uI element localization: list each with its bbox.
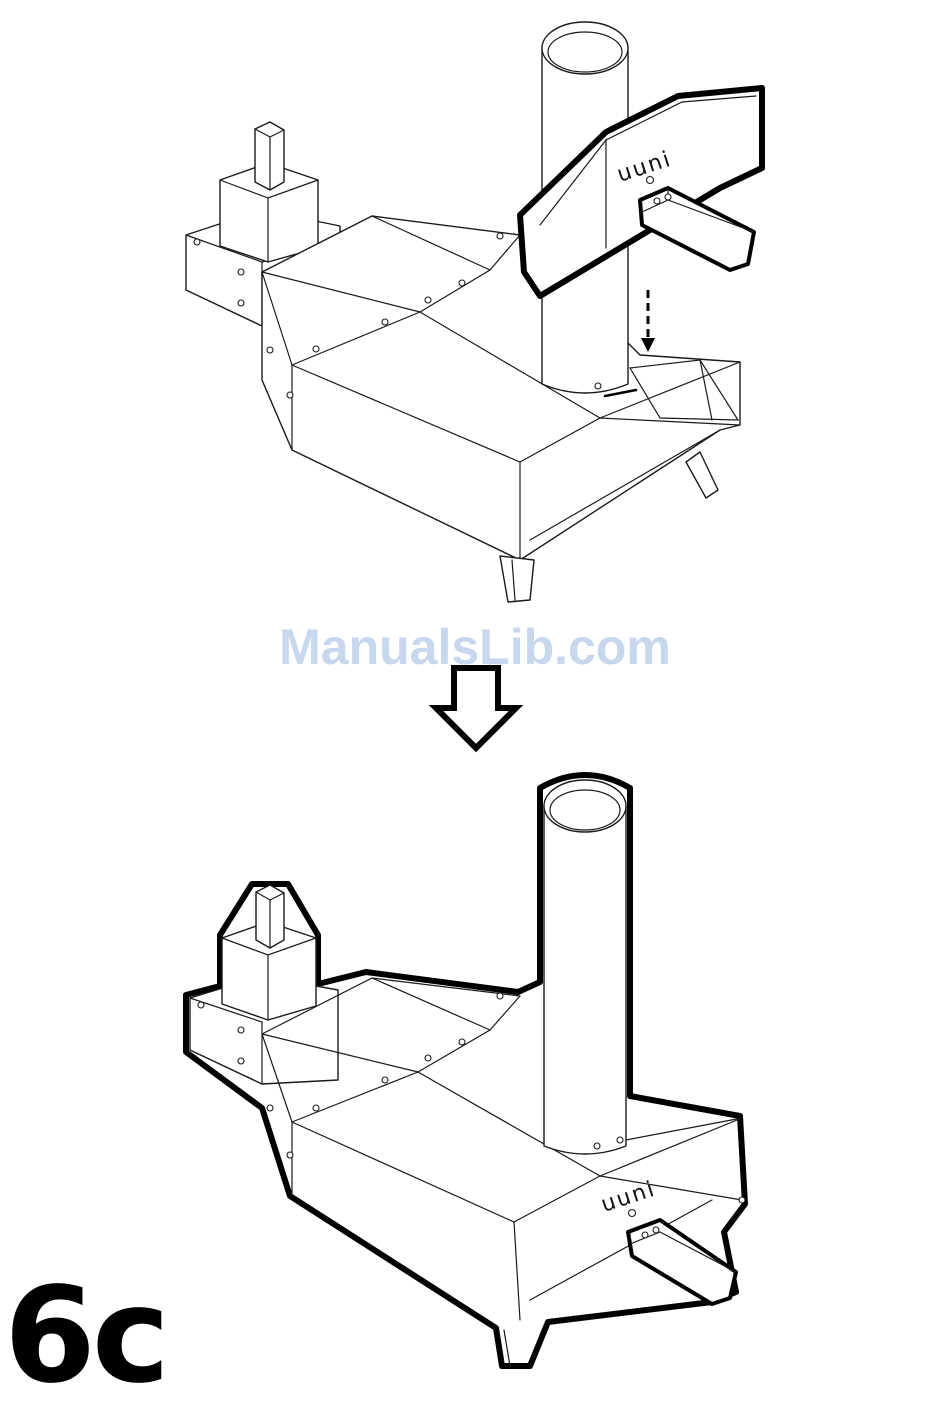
hollow-down-arrow-icon (436, 668, 516, 748)
oven-before: uuni (186, 22, 762, 602)
dashed-down-arrow-icon (641, 290, 655, 352)
oven-after: uuni (186, 775, 745, 1366)
step-label: 6c (4, 1270, 166, 1402)
